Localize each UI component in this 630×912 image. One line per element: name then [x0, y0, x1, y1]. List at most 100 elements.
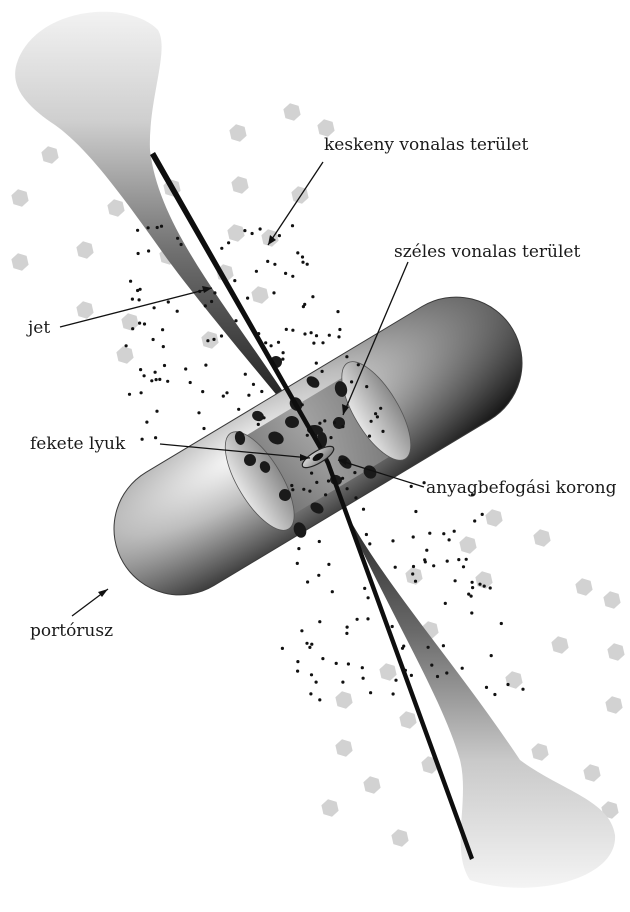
cloud: [533, 529, 550, 547]
dot: [277, 341, 280, 344]
dot: [368, 435, 371, 438]
dot: [323, 419, 326, 422]
dot: [327, 563, 330, 566]
dot: [220, 334, 223, 337]
dot: [353, 471, 356, 474]
dot: [345, 632, 348, 635]
dot: [163, 364, 166, 367]
dot: [471, 586, 474, 589]
dot: [260, 390, 263, 393]
dot: [333, 421, 336, 424]
dot: [321, 657, 324, 660]
dot: [444, 602, 447, 605]
dot: [391, 539, 394, 542]
dot: [369, 691, 372, 694]
cloud: [531, 743, 548, 761]
dot: [483, 585, 486, 588]
dot: [257, 332, 260, 335]
dot: [341, 681, 344, 684]
cloud: [583, 764, 600, 782]
dot: [428, 532, 431, 535]
dot: [197, 411, 200, 414]
dot: [291, 329, 294, 332]
dot: [137, 252, 140, 255]
label-narrow-line-region: keskeny vonalas terület: [324, 135, 528, 155]
cloud: [363, 776, 380, 794]
dot: [297, 547, 300, 550]
dot: [453, 530, 456, 533]
dot: [317, 574, 320, 577]
dot: [154, 436, 157, 439]
dot: [244, 373, 247, 376]
cloud: [107, 199, 124, 217]
dot: [233, 295, 236, 298]
dot: [291, 275, 294, 278]
dot: [446, 560, 449, 563]
dot: [470, 611, 473, 614]
dot: [308, 490, 311, 493]
dot: [296, 251, 299, 254]
dot: [321, 341, 324, 344]
dot: [500, 622, 503, 625]
dot: [212, 338, 215, 341]
dot: [425, 549, 428, 552]
dot: [374, 412, 377, 415]
dot: [264, 341, 267, 344]
dot: [138, 322, 141, 325]
dot: [392, 692, 395, 695]
dot: [315, 481, 318, 484]
dot: [412, 535, 415, 538]
cloud: [201, 331, 218, 349]
dot: [454, 579, 457, 582]
jet-upper: [15, 12, 318, 448]
dot: [176, 237, 179, 240]
dot: [310, 331, 313, 334]
dot: [442, 532, 445, 535]
dot: [329, 436, 332, 439]
dot: [448, 538, 451, 541]
dot: [521, 688, 524, 691]
dot: [143, 322, 146, 325]
dot: [255, 270, 258, 273]
label-black-hole: fekete lyuk: [30, 434, 126, 454]
dot: [234, 319, 237, 322]
dot: [281, 647, 284, 650]
dot: [430, 664, 433, 667]
dot: [222, 395, 225, 398]
cloud: [605, 696, 622, 714]
dot: [391, 625, 394, 628]
dot: [328, 334, 331, 337]
dot: [311, 295, 314, 298]
dot: [266, 260, 269, 263]
dot: [481, 513, 484, 516]
dot: [128, 393, 131, 396]
dot: [310, 643, 313, 646]
dot: [457, 558, 460, 561]
dot: [213, 291, 216, 294]
label-dust-torus: portórusz: [30, 621, 113, 641]
dot: [315, 681, 318, 684]
cloud: [379, 663, 396, 681]
dot: [470, 595, 473, 598]
dot: [315, 334, 318, 337]
cloud: [607, 643, 624, 661]
dot: [465, 558, 468, 561]
dot: [278, 234, 281, 237]
dot: [366, 617, 369, 620]
dot: [365, 533, 368, 536]
dot: [152, 338, 155, 341]
dot: [337, 335, 340, 338]
dot: [301, 403, 304, 406]
label-accretion-disk: anyagbefogási korong: [426, 478, 617, 498]
dot: [410, 674, 413, 677]
dot: [131, 327, 134, 330]
dot: [225, 391, 228, 394]
dot: [485, 686, 488, 689]
dot: [270, 344, 273, 347]
dot: [204, 304, 207, 307]
dot: [141, 438, 144, 441]
dot: [461, 667, 464, 670]
dot: [301, 255, 304, 258]
dot: [314, 434, 317, 437]
dot: [306, 434, 309, 437]
